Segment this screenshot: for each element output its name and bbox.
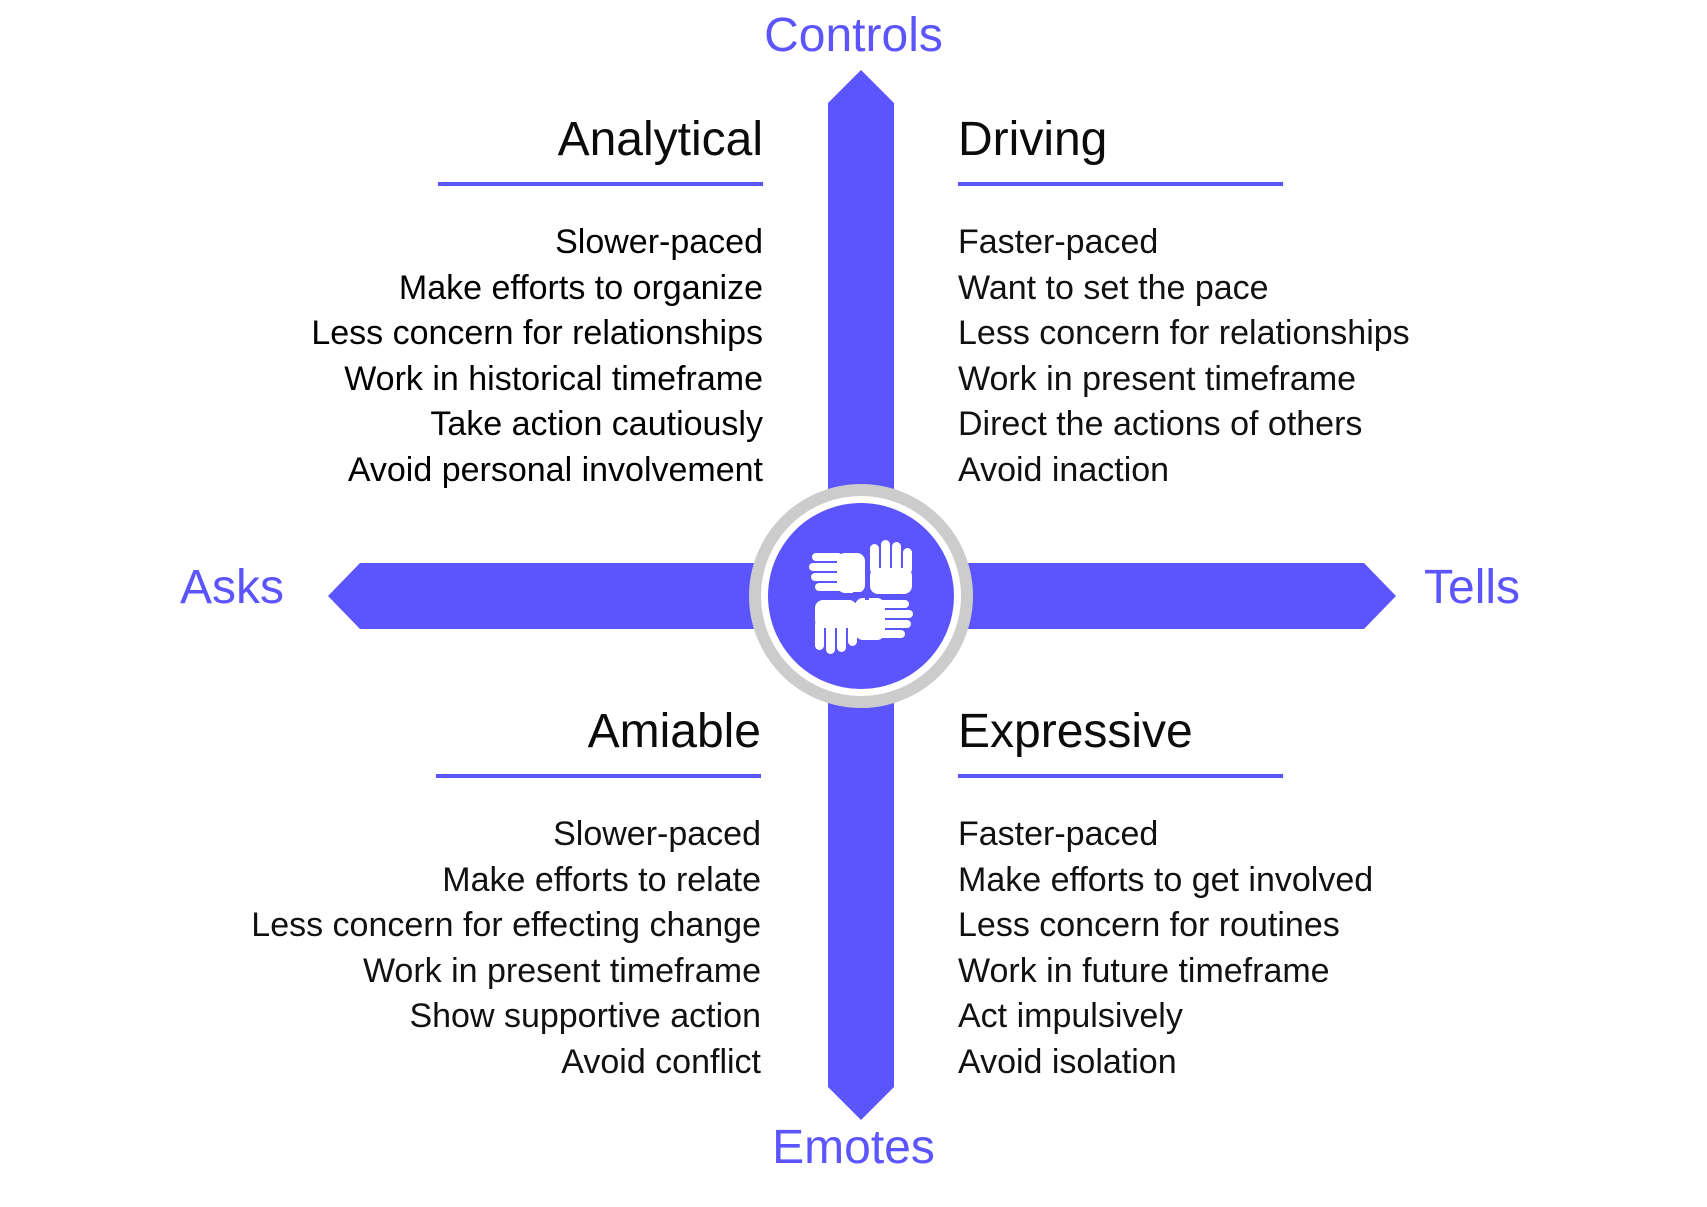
trait-item: Work in future timeframe — [958, 951, 1330, 990]
quadrant-analytical: Analytical Slower-paced Make efforts to … — [123, 116, 763, 493]
quadrant-title: Amiable — [587, 705, 761, 758]
hands-together-icon — [809, 540, 913, 654]
axis-label-right: Tells — [1424, 561, 1521, 614]
axis-label-top: Controls — [764, 9, 943, 62]
trait-item: Make efforts to organize — [398, 268, 763, 307]
trait-item: Make efforts to get involved — [958, 860, 1374, 899]
center-badge — [749, 484, 973, 708]
trait-item: Avoid inaction — [958, 450, 1170, 489]
trait-item: Faster-paced — [958, 815, 1159, 853]
quadrant-title: Expressive — [958, 705, 1193, 758]
trait-item: Direct the actions of others — [958, 405, 1363, 443]
quadrant-expressive: Expressive Faster-paced Make efforts to … — [958, 708, 1598, 1085]
title-underline — [958, 774, 1283, 778]
trait-item: Work in present timeframe — [958, 359, 1357, 398]
trait-item: Less concern for effecting change — [251, 906, 761, 944]
quadrant-title: Analytical — [557, 113, 763, 166]
quadrant-driving: Driving Faster-paced Want to set the pac… — [958, 116, 1598, 493]
trait-item: Slower-paced — [555, 223, 763, 261]
trait-item: Act impulsively — [958, 997, 1183, 1035]
trait-item: Work in present timeframe — [362, 951, 761, 990]
trait-item: Take action cautiously — [430, 405, 763, 443]
title-underline — [958, 182, 1283, 186]
trait-item: Slower-paced — [553, 815, 761, 853]
trait-item: Make efforts to relate — [442, 860, 761, 899]
trait-list: Slower-paced Make efforts to organize Le… — [123, 220, 763, 493]
trait-item: Less concern for routines — [958, 906, 1340, 944]
trait-item: Avoid isolation — [958, 1042, 1177, 1081]
trait-item: Want to set the pace — [958, 268, 1269, 307]
axis-label-bottom: Emotes — [772, 1121, 935, 1174]
title-underline — [436, 774, 761, 778]
trait-item: Avoid personal involvement — [347, 450, 763, 489]
trait-item: Less concern for relationships — [958, 314, 1410, 352]
trait-list: Faster-paced Want to set the pace Less c… — [958, 220, 1598, 493]
trait-list: Slower-paced Make efforts to relate Less… — [121, 812, 761, 1085]
trait-item: Show supportive action — [409, 997, 761, 1035]
quadrant-title: Driving — [958, 113, 1108, 166]
trait-item: Less concern for relationships — [311, 314, 763, 352]
trait-item: Faster-paced — [958, 223, 1159, 261]
trait-list: Faster-paced Make efforts to get involve… — [958, 812, 1598, 1085]
title-underline — [438, 182, 763, 186]
axis-label-left: Asks — [180, 561, 285, 614]
trait-item: Avoid conflict — [561, 1042, 761, 1081]
quadrant-amiable: Amiable Slower-paced Make efforts to rel… — [121, 708, 761, 1085]
trait-item: Work in historical timeframe — [344, 359, 763, 398]
